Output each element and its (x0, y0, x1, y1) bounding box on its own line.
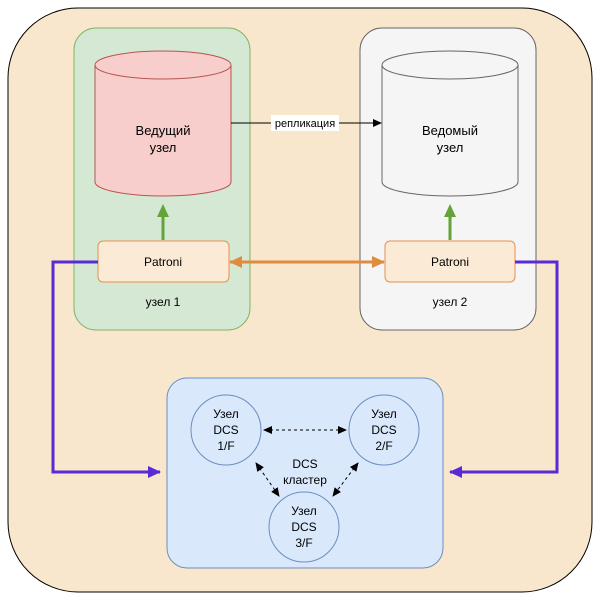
dcs-node-1-line1: Узел (213, 407, 239, 421)
node2-label: узел 2 (433, 295, 468, 309)
dcs-node-2-line3: 2/F (375, 439, 392, 453)
dcs-node-2-line2: DCS (371, 423, 396, 437)
dcs-node-1-line2: DCS (213, 423, 238, 437)
purple-arrow-left (51, 260, 161, 478)
dcs-link-2-3 (332, 462, 359, 497)
dcs-node-2 (348, 394, 420, 466)
patroni-label-1: Patroni (144, 255, 182, 269)
dcs-node-1 (190, 394, 262, 466)
dcs-cluster-label-line1: DCS (292, 457, 317, 471)
purple-arrow-right (449, 260, 559, 478)
replica-db-label-line2: узел (437, 140, 464, 155)
replica-db-label-line1: Ведомый (422, 123, 478, 138)
replica-db-cylinder (381, 50, 519, 197)
dcs-node-1-line3: 1/F (217, 439, 234, 453)
primary-db-label-line2: узел (150, 140, 177, 155)
dcs-node-3-line2: DCS (291, 520, 316, 534)
dcs-link-1-3 (255, 462, 280, 497)
replication-label: репликация (275, 118, 335, 130)
primary-db-label-line1: Ведущий (136, 123, 191, 138)
primary-db-cylinder (94, 50, 232, 197)
dcs-node-3-line3: 3/F (295, 536, 312, 550)
patroni-label-2: Patroni (431, 255, 469, 269)
dcs-node-2-line1: Узел (371, 407, 397, 421)
node1-label: узел 1 (146, 295, 181, 309)
dcs-node-3 (268, 491, 340, 563)
dcs-node-3-line1: Узел (291, 504, 317, 518)
dcs-cluster-label-line2: кластер (283, 473, 327, 487)
